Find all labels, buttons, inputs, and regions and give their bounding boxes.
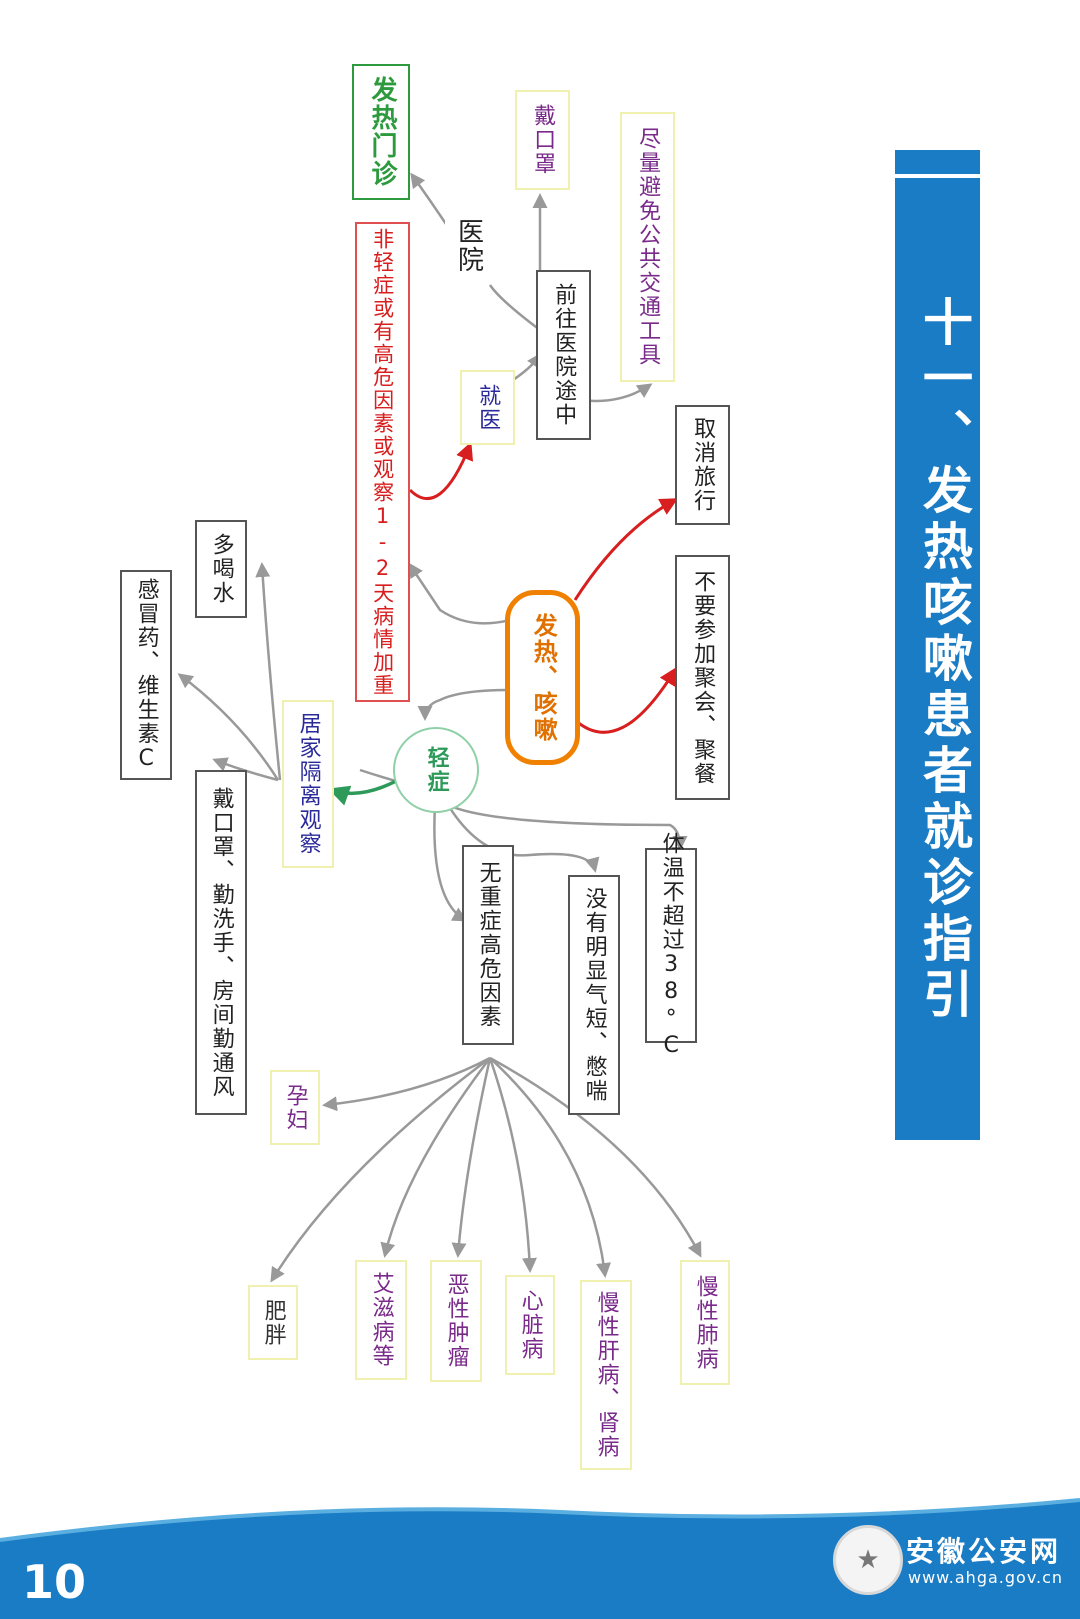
link-center-severe <box>408 562 511 625</box>
link-home-medicine <box>177 673 280 781</box>
link-risk-aids <box>380 1057 491 1258</box>
node-obesity: 肥胖 <box>248 1285 298 1360</box>
link-mild-breath <box>443 799 600 873</box>
node-no-gathering: 不要参加聚会、聚餐 <box>675 555 730 800</box>
node-heart-disease: 心脏病 <box>505 1275 555 1375</box>
title-band: 十一、发热咳嗽患者就诊指引 <box>895 150 980 1140</box>
link-risk-liver <box>489 1057 612 1278</box>
node-temp-limit: 体温不超过38°C <box>645 832 697 1060</box>
link-mild-temp <box>439 799 688 851</box>
link-center-mild <box>417 688 511 721</box>
node-aids: 艾滋病等 <box>355 1260 407 1380</box>
link-home-water <box>255 562 282 781</box>
node-seek-care: 就医 <box>460 370 515 445</box>
link-risk-pregnant <box>322 1056 491 1112</box>
link-center-gathering <box>574 666 677 734</box>
label-hospital: 医院 <box>445 212 490 280</box>
node-no-risk: 无重症高危因素 <box>462 845 514 1045</box>
link-risk-lung <box>489 1056 702 1258</box>
link-mild-norisk <box>433 804 468 922</box>
link-mild-home <box>328 778 399 806</box>
node-pregnant: 孕妇 <box>270 1070 320 1145</box>
link-risk-tumor <box>451 1057 492 1258</box>
node-chronic-liver: 慢性肝病、肾病 <box>580 1280 632 1470</box>
node-wear-mask: 戴口罩 <box>515 90 570 190</box>
node-tumor: 恶性肿瘤 <box>430 1260 482 1382</box>
link-severe-seek <box>408 441 474 501</box>
title-stripe <box>895 150 980 178</box>
page-title: 十一、发热咳嗽患者就诊指引 <box>915 296 973 1024</box>
node-mild: 轻症 <box>393 727 479 813</box>
node-chronic-lung: 慢性肺病 <box>680 1260 730 1385</box>
node-cold-medicine: 感冒药、维生素C <box>120 570 172 780</box>
footer-site-url[interactable]: www.ahga.gov.cn <box>908 1568 1064 1587</box>
node-home-isolation: 居家隔离观察 <box>282 700 334 868</box>
node-hygiene: 戴口罩、勤洗手、房间勤通风 <box>195 770 247 1115</box>
police-badge-icon: ★ <box>833 1525 903 1595</box>
link-onway-hospital <box>488 284 541 331</box>
node-drink-water: 多喝水 <box>195 520 247 618</box>
footer-wave <box>0 1498 1080 1619</box>
node-severe: 非轻症或有高危因素或观察1-2天病情加重 <box>355 222 410 702</box>
node-fever-clinic: 发热门诊 <box>352 64 410 200</box>
link-risk-heart <box>488 1057 537 1273</box>
link-center-cancel <box>573 498 679 601</box>
page-number: 10 <box>22 1555 87 1609</box>
footer-site-name: 安徽公安网 <box>906 1535 1062 1568</box>
node-cancel-travel: 取消旅行 <box>675 405 730 525</box>
link-risk-obesity <box>270 1056 491 1283</box>
node-on-way: 前往医院途中 <box>536 270 591 440</box>
center-node-fever-cough: 发热、咳嗽 <box>505 590 580 765</box>
node-no-breath: 没有明显气短、憋喘 <box>568 875 620 1115</box>
node-avoid-transit: 尽量避免公共交通工具 <box>620 112 675 382</box>
